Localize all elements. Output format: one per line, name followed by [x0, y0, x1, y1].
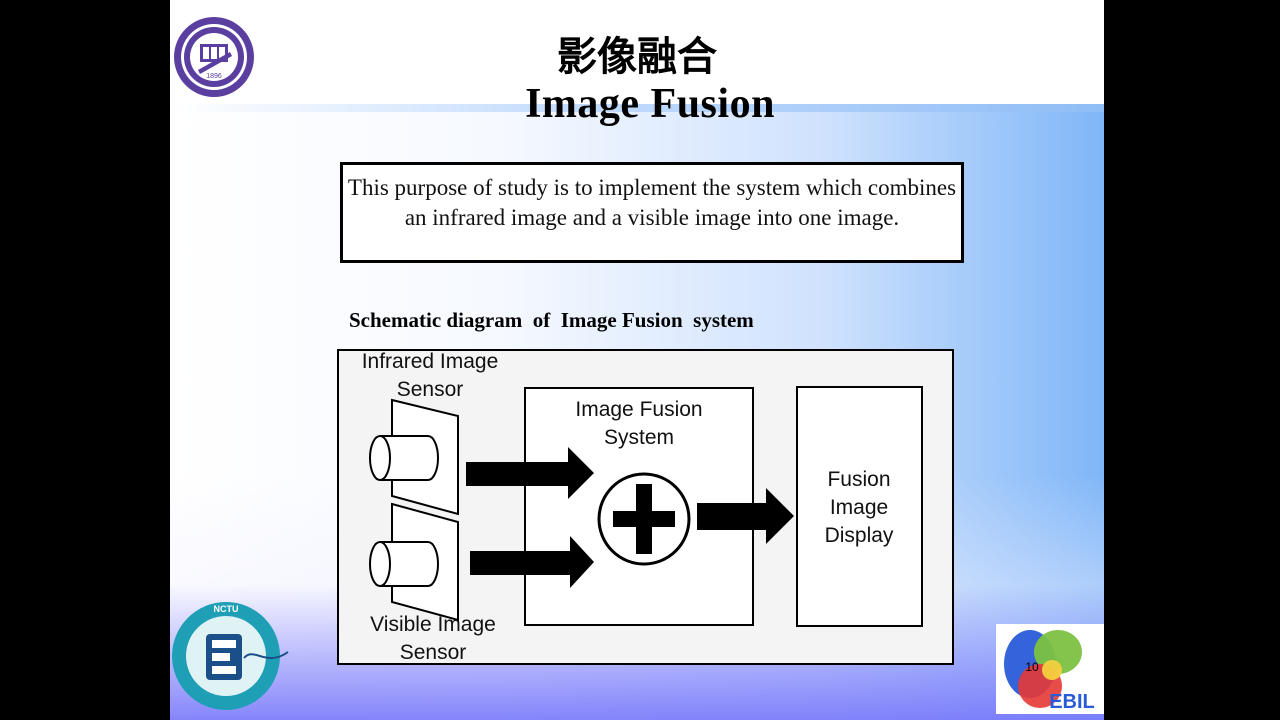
svg-text:1896: 1896 [206, 73, 222, 80]
svg-text:NCTU: NCTU [214, 604, 239, 614]
infrared-sensor-label: Infrared Image Sensor [361, 350, 499, 401]
seal-year-text: 1896 [206, 73, 222, 80]
slide-title-english: Image Fusion [525, 81, 775, 127]
output-arrow [697, 488, 794, 544]
page-number: 10 [1025, 660, 1039, 674]
university-seal-logo: 1896 [174, 17, 254, 97]
visible-arrow [470, 536, 594, 588]
slide-title-chinese: 影像融合 [557, 33, 717, 80]
ebil-logo: EBIL [996, 624, 1104, 714]
visible-sensor-label: Visible Image Sensor [370, 613, 496, 664]
slide: 1896 影像融合 Image Fusion This purpose of s… [170, 0, 1104, 720]
visible-sensor-icon [369, 502, 459, 622]
infrared-arrow [466, 447, 594, 499]
fusion-system-label: Image Fusion System [575, 398, 703, 449]
display-label: Fusion Image Display [824, 468, 894, 547]
fusion-display-block [796, 386, 923, 627]
infrared-sensor-icon [369, 398, 459, 516]
diagram-caption: Schematic diagram of Image Fusion system [349, 308, 754, 332]
title-underline [170, 104, 1104, 112]
plus-icon [597, 472, 691, 566]
ebil-logo-text: EBIL [1049, 691, 1095, 713]
department-logo: NCTU [172, 602, 289, 710]
schematic-diagram [369, 398, 794, 622]
department-logo-text: NCTU [214, 604, 239, 614]
purpose-text: This purpose of study is to implement th… [347, 175, 957, 230]
purpose-text-box: This purpose of study is to implement th… [340, 162, 964, 263]
